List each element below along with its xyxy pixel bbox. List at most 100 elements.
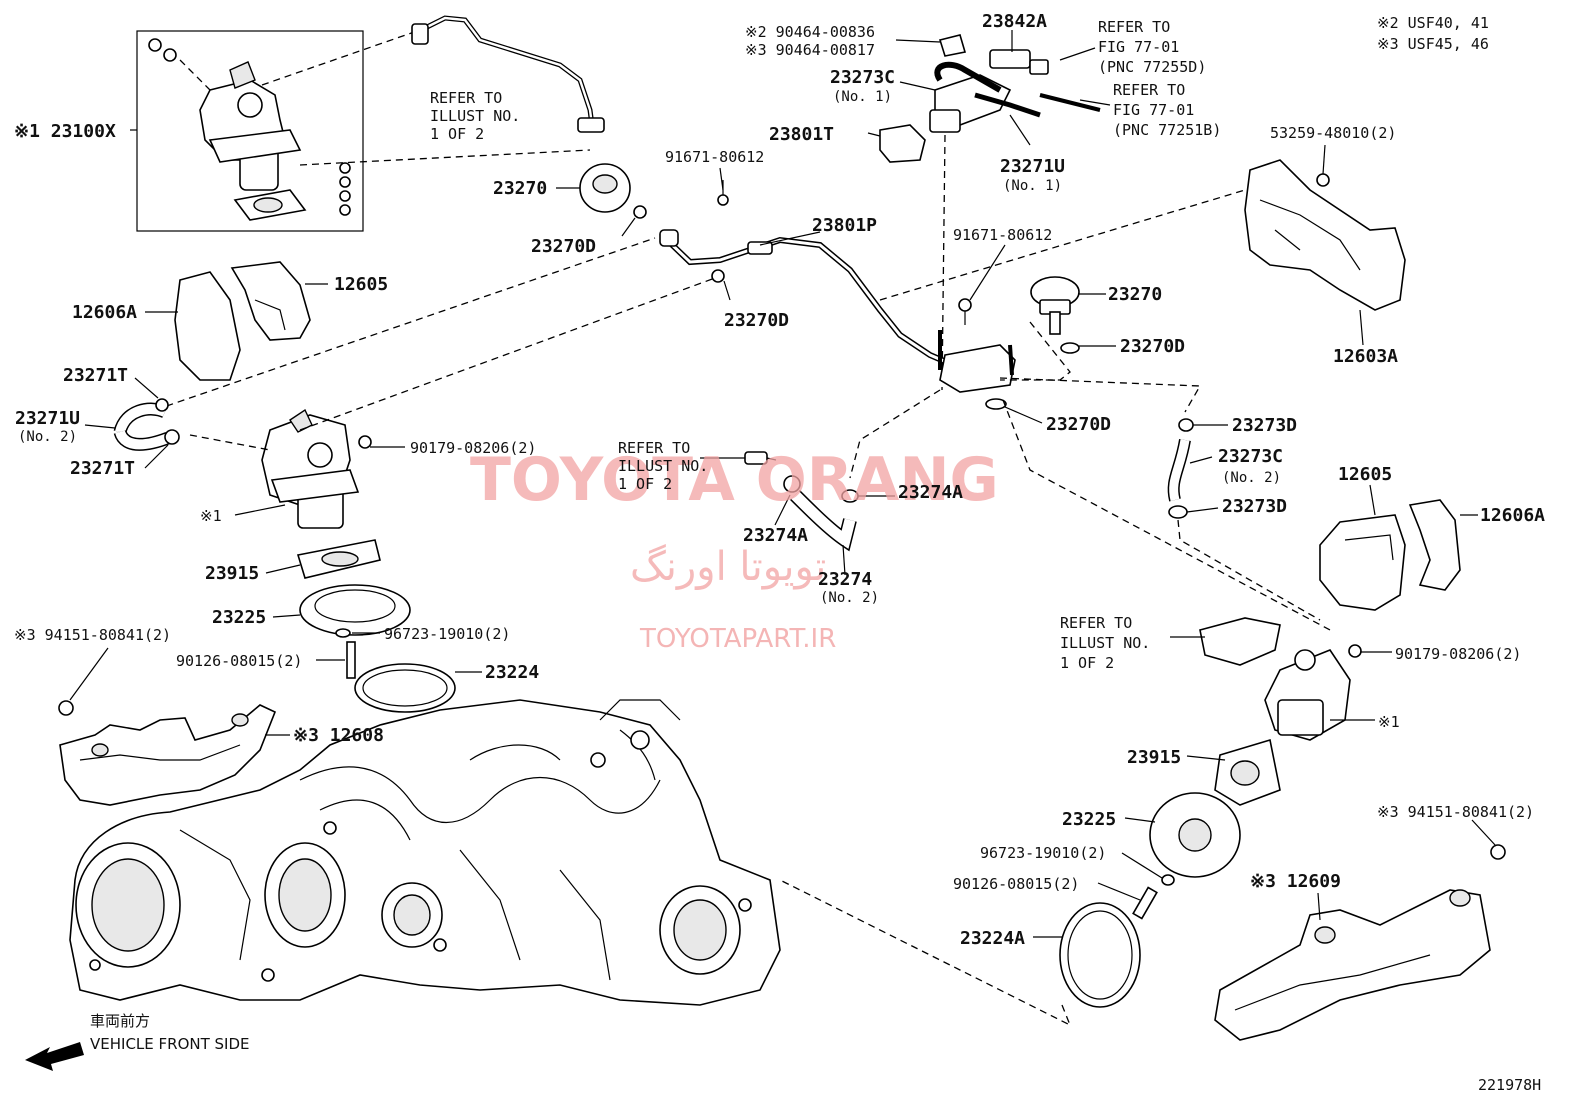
- leader-53259: [1322, 144, 1326, 175]
- label-23270d-a: 23270D: [531, 236, 596, 257]
- label-12605a: 12605: [334, 274, 388, 295]
- leader-23274: [842, 544, 846, 576]
- ref-fig-b-1: REFER TO: [1113, 81, 1185, 99]
- label-23225a: 23225: [212, 607, 266, 628]
- label-90126a: 90126-08015(2): [176, 652, 302, 670]
- leader-23271u2: [84, 424, 116, 429]
- dash-center-c: [1002, 399, 1331, 631]
- label-90464b: ※3 90464-00817: [745, 41, 875, 59]
- inset-box: [136, 30, 364, 232]
- label-23273d-a: 23273D: [1232, 415, 1297, 436]
- watermark-farsi: تویوتا اورنگ: [630, 544, 826, 590]
- ref-illust-mid-3: 1 OF 2: [618, 475, 672, 493]
- leader-23225b: [1124, 817, 1156, 823]
- ref-fig-a-2: FIG 77-01: [1098, 38, 1179, 56]
- label-90179a: 90179-08206(2): [410, 439, 536, 457]
- leader-23270d-b: [723, 280, 731, 301]
- label-23273c1-sub: (No. 1): [833, 89, 892, 105]
- watermark-main: TOYOTA ORANG: [470, 445, 999, 515]
- dash-center-d: [849, 389, 941, 479]
- label-23270d-c: 23270D: [1120, 336, 1185, 357]
- label-12606a-a: 12606A: [72, 302, 137, 323]
- label-12609: ※3 12609: [1250, 871, 1341, 892]
- hose-23271u2: [113, 398, 180, 451]
- leader-23801p: [759, 231, 821, 246]
- bracket-12603a: [1244, 159, 1406, 311]
- label-s1a: ※1: [200, 507, 222, 525]
- intake-manifold-drawing: [69, 699, 781, 1006]
- leader-23271t-b: [144, 444, 169, 469]
- label-23274-sub: (No. 2): [820, 590, 879, 606]
- label-96723a: 96723-19010(2): [384, 625, 510, 643]
- ref-fig-a-3: (PNC 77255D): [1098, 58, 1206, 76]
- label-23274: 23274: [818, 569, 872, 590]
- label-23915b: 23915: [1127, 747, 1181, 768]
- label-90179b: 90179-08206(2): [1395, 645, 1521, 663]
- label-96723b: 96723-19010(2): [980, 844, 1106, 862]
- leader-94151a: [69, 647, 109, 701]
- front-label-jp: 車両前方: [90, 1012, 150, 1030]
- dash-long-c: [299, 277, 716, 431]
- front-label-en: VEHICLE FRONT SIDE: [90, 1035, 250, 1053]
- valve-23270-upper: [579, 163, 725, 283]
- label-12603a: 12603A: [1333, 346, 1398, 367]
- note-s2: ※2 USF40, 41: [1377, 14, 1489, 32]
- label-23270d-d: 23270D: [1046, 414, 1111, 435]
- ref-fig-a-1: REFER TO: [1098, 18, 1170, 36]
- ref-illust-mid-2: ILLUST NO.: [618, 457, 708, 475]
- label-23271t-b: 23271T: [70, 458, 135, 479]
- watermark-site: TOYOTAPART.IR: [639, 624, 836, 654]
- label-23842a: 23842A: [982, 11, 1047, 32]
- air-switching-valve-right: [1059, 617, 1362, 1008]
- hose-23273c2: [1167, 418, 1194, 519]
- label-12605b: 12605: [1338, 464, 1392, 485]
- dash-inset-c: [299, 149, 591, 166]
- label-23271u2: 23271U: [15, 408, 80, 429]
- leader-96723b: [1121, 852, 1163, 879]
- leader-90464: [895, 39, 941, 43]
- leader-23271t-a: [134, 377, 159, 399]
- leader-12603a: [1359, 309, 1364, 346]
- leader-23273c1: [899, 81, 936, 91]
- label-23224a: 23224A: [960, 928, 1025, 949]
- label-23224: 23224: [485, 662, 539, 683]
- leader-23270d-d: [1004, 406, 1043, 424]
- ref-illust-top-3: 1 OF 2: [430, 125, 484, 143]
- label-12608: ※3 12608: [293, 725, 384, 746]
- leader-94151b: [1471, 819, 1497, 847]
- label-23273c2-sub: (No. 2): [1222, 470, 1281, 486]
- leader-23801t: [867, 132, 881, 137]
- leader-23273d-b: [1186, 507, 1219, 513]
- leader-12609: [1317, 892, 1321, 921]
- dash-hose-down: [1177, 519, 1321, 621]
- label-12606a-b: 12606A: [1480, 505, 1545, 526]
- leader-23225a: [272, 614, 301, 618]
- label-23270b: 23270: [1108, 284, 1162, 305]
- leader-23915a: [265, 564, 301, 574]
- leader-23915b: [1186, 755, 1226, 761]
- upper-pipe: [411, 15, 605, 133]
- leader-s1a: [234, 504, 286, 516]
- ref-illust-right-1: REFER TO: [1060, 614, 1132, 632]
- insulator-12609: [1214, 844, 1506, 1041]
- label-23100x: ※1 23100X: [14, 121, 116, 142]
- pipe-23801p: [659, 180, 967, 373]
- label-23801t: 23801T: [769, 124, 834, 145]
- ref-illust-right-2: ILLUST NO.: [1060, 634, 1150, 652]
- label-94151b: ※3 94151-80841(2): [1377, 803, 1534, 821]
- dash-inset-a: [179, 59, 211, 91]
- leader-ref-b: [1079, 99, 1111, 106]
- air-switching-valve-inset: [148, 38, 351, 221]
- ref-fig-b-3: (PNC 77251B): [1113, 121, 1221, 139]
- label-23273c1: 23273C: [830, 67, 895, 88]
- label-23274a-b: 23274A: [898, 482, 963, 503]
- ref-illust-top-1: REFER TO: [430, 89, 502, 107]
- figure-id: 221978H: [1478, 1076, 1541, 1094]
- covers-left: [174, 261, 311, 381]
- leader-23273c2: [1189, 456, 1213, 464]
- label-23271u1: 23271U: [1000, 156, 1065, 177]
- dash-gasket-to-engine: [779, 879, 1072, 1027]
- label-23271u2-sub: (No. 2): [18, 429, 77, 445]
- dash-long-b: [154, 237, 656, 411]
- dash-inset-b: [261, 29, 421, 86]
